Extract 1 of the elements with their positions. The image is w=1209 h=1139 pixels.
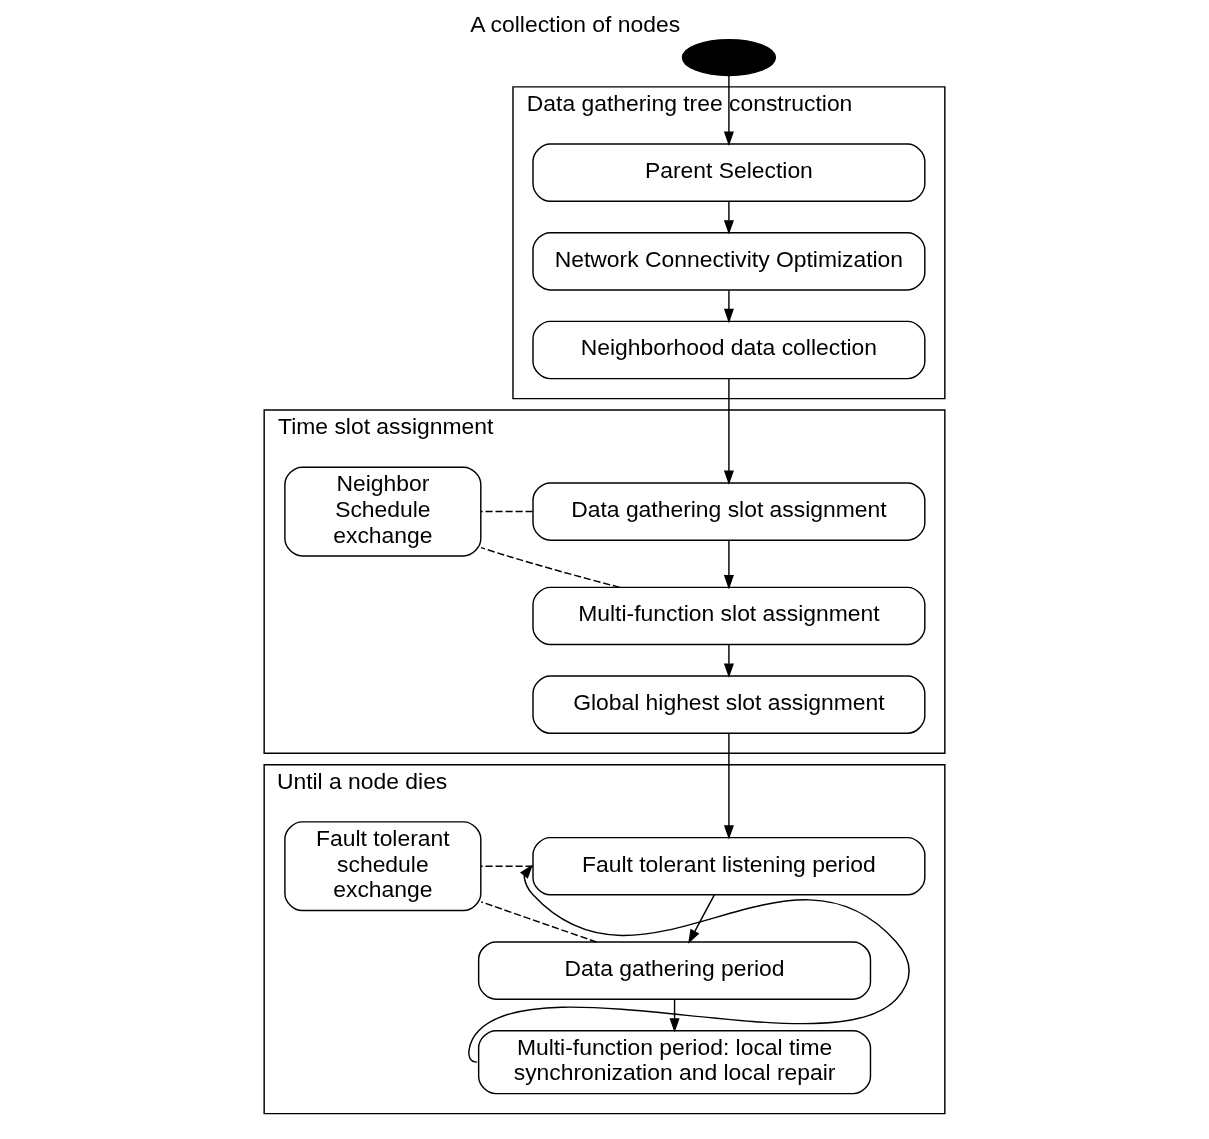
node-label: A collection of nodes [470,11,681,38]
